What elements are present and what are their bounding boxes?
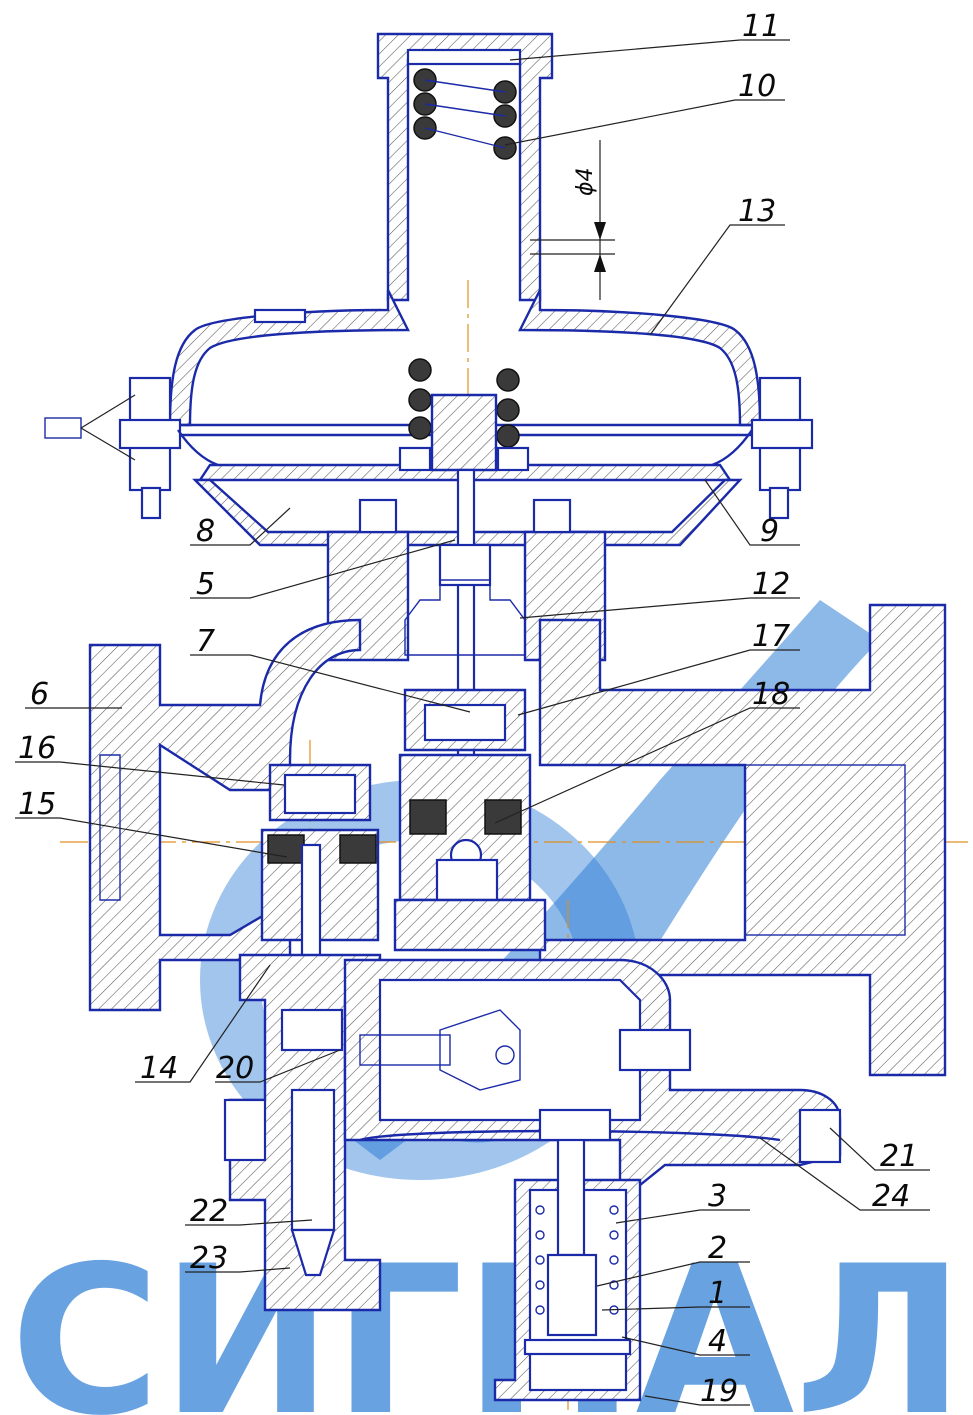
callout-3: 3 (708, 1179, 727, 1214)
flange-bolt-right (750, 376, 814, 520)
valve-body (88, 603, 947, 1077)
callout-13: 13 (738, 194, 776, 229)
pilot-block (223, 953, 382, 1312)
callout-17: 17 (752, 619, 790, 654)
callout-18: 18 (752, 677, 790, 712)
callout-22: 22 (190, 1194, 228, 1229)
callout-16: 16 (18, 731, 56, 766)
callout-6: 6 (30, 677, 49, 712)
callout-7: 7 (196, 624, 215, 659)
bottom-spring-coils (535, 1205, 619, 1315)
callout-leaders (15, 39, 930, 1406)
bottom-spring-housing (493, 1108, 642, 1402)
top-spring-cap (376, 32, 554, 302)
callout-12: 12 (752, 567, 790, 602)
dimension-phi4: ϕ4 (530, 140, 615, 300)
regulator-chamber (343, 958, 842, 1187)
callout-4: 4 (708, 1324, 727, 1359)
callout-9: 9 (760, 514, 779, 549)
callout-2: 2 (708, 1231, 727, 1266)
callout-1: 1 (708, 1276, 727, 1311)
callout-24: 24 (872, 1179, 910, 1214)
callout-15: 15 (18, 787, 56, 822)
callout-labels: 11 10 13 8 9 5 12 7 17 18 6 16 15 14 20 … (18, 9, 918, 1409)
callout-19: 19 (700, 1374, 738, 1409)
diaphragm-cover (168, 289, 762, 437)
callout-8: 8 (196, 514, 215, 549)
callout-20: 20 (216, 1051, 254, 1086)
dimension-label: ϕ4 (573, 167, 598, 196)
callout-10: 10 (738, 69, 776, 104)
spring-coils-top (413, 68, 517, 160)
callout-11: 11 (742, 9, 780, 44)
watermark-text: СИГНАЛ (10, 1223, 965, 1415)
flange-bolt-left (118, 376, 182, 520)
callout-23: 23 (190, 1241, 228, 1276)
callout-5: 5 (196, 567, 215, 602)
seal-tag (44, 394, 136, 461)
valve-internals (260, 688, 547, 1087)
callout-21: 21 (880, 1139, 918, 1174)
diaphragm-spring (398, 358, 530, 472)
callout-14: 14 (140, 1051, 178, 1086)
